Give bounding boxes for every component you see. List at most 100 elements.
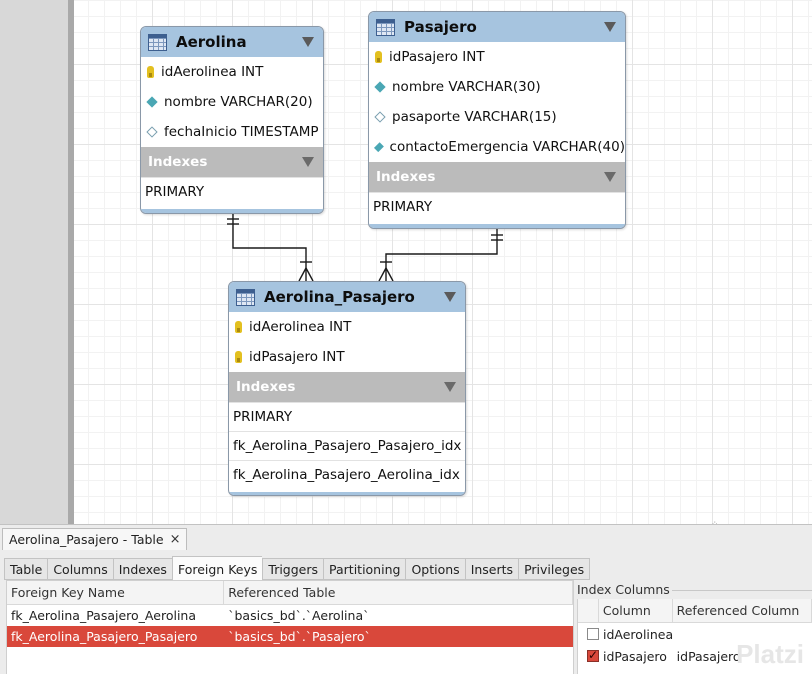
- crowfoot-line: [298, 267, 307, 282]
- column-row[interactable]: nombre VARCHAR(30): [369, 72, 625, 102]
- table-icon: [236, 288, 255, 306]
- entity-aerolina-pasajero[interactable]: Aerolina_Pasajero idAerolinea INT idPasa…: [228, 281, 466, 496]
- indexes-label: Indexes: [148, 154, 208, 170]
- tab-options[interactable]: Options: [405, 558, 465, 580]
- editor-document-tab[interactable]: Aerolina_Pasajero - Table ×: [2, 528, 188, 550]
- table-icon: [376, 18, 395, 36]
- tab-partitioning[interactable]: Partitioning: [323, 558, 406, 580]
- column-header-fk-name[interactable]: Foreign Key Name: [7, 581, 225, 604]
- tab-privileges[interactable]: Privileges: [518, 558, 591, 580]
- checkbox-cell: [578, 628, 599, 640]
- platzi-watermark: Platzi: [736, 639, 804, 669]
- indexes-label: Indexes: [376, 169, 436, 185]
- relationship-pasajero[interactable]: [385, 229, 498, 281]
- column-cell[interactable]: idPasajero: [603, 648, 667, 664]
- tab-indexes[interactable]: Indexes: [112, 558, 172, 580]
- entity-header[interactable]: Pasajero: [369, 12, 625, 42]
- tab-foreign-keys[interactable]: Foreign Keys: [171, 556, 263, 581]
- primary-key-icon: [235, 351, 242, 363]
- collapse-icon[interactable]: [604, 172, 616, 182]
- column-row[interactable]: pasaporte VARCHAR(15): [369, 102, 625, 132]
- gutter-divider: [68, 0, 74, 524]
- table-icon: [148, 33, 167, 51]
- index-row[interactable]: fk_Aerolina_Pasajero_Aerolina_idx: [229, 460, 465, 489]
- column-label: idAerolinea INT: [161, 64, 264, 80]
- collapse-icon[interactable]: [302, 37, 314, 47]
- column-label: idPasajero INT: [389, 49, 485, 65]
- fk-name-cell[interactable]: fk_Aerolina_Pasajero_Aerolina: [11, 608, 196, 623]
- index-columns-grid[interactable]: Column Referenced Column idAerolinea idP…: [577, 599, 812, 674]
- collapse-icon[interactable]: [302, 157, 314, 167]
- editor-tab-title: Aerolina_Pasajero - Table: [9, 532, 164, 547]
- entity-pasajero[interactable]: Pasajero idPasajero INT nombre VARCHAR(3…: [368, 11, 626, 229]
- column-filled-icon: [373, 142, 384, 152]
- entity-header[interactable]: Aerolina_Pasajero: [229, 282, 465, 312]
- indexes-header[interactable]: Indexes: [369, 162, 625, 192]
- column-label: fechaInicio TIMESTAMP: [164, 124, 319, 140]
- referenced-column-cell[interactable]: idPasajero: [676, 648, 741, 664]
- tab-triggers[interactable]: Triggers: [262, 558, 324, 580]
- column-row[interactable]: fechaInicio TIMESTAMP: [141, 117, 323, 147]
- table-row[interactable]: idAerolinea: [578, 623, 812, 645]
- indexes-header[interactable]: Indexes: [229, 372, 465, 402]
- primary-key-icon: [235, 321, 242, 333]
- column-label: idPasajero INT: [249, 349, 345, 365]
- table-row-selected[interactable]: fk_Aerolina_Pasajero_Pasajero `basics_bd…: [7, 626, 573, 647]
- index-columns-label: Index Columns: [577, 582, 670, 597]
- close-icon[interactable]: ×: [169, 532, 181, 547]
- table-row[interactable]: idPasajero idPasajero: [578, 645, 812, 667]
- primary-key-icon: [375, 51, 382, 63]
- tab-table[interactable]: Table: [4, 558, 48, 580]
- relationship-aerolina[interactable]: [232, 213, 307, 281]
- index-row[interactable]: fk_Aerolina_Pasajero_Pasajero_idx: [229, 431, 465, 460]
- column-label: idAerolinea INT: [249, 319, 352, 335]
- primary-key-icon: [147, 66, 154, 78]
- column-header-referenced-column[interactable]: Referenced Column: [673, 599, 812, 622]
- table-row[interactable]: fk_Aerolina_Pasajero_Aerolina `basics_bd…: [7, 605, 573, 626]
- collapse-icon[interactable]: [444, 292, 456, 302]
- column-row[interactable]: idPasajero INT: [229, 342, 465, 372]
- column-checkbox[interactable]: [587, 628, 599, 640]
- entity-title: Pasajero: [404, 18, 477, 36]
- tab-inserts[interactable]: Inserts: [464, 558, 519, 580]
- indexes-header[interactable]: Indexes: [141, 147, 323, 177]
- column-row[interactable]: idAerolinea INT: [229, 312, 465, 342]
- column-empty-icon: [146, 126, 158, 138]
- crowfoot-line: [305, 267, 314, 282]
- index-row[interactable]: PRIMARY: [369, 192, 625, 221]
- column-checkbox[interactable]: [587, 648, 599, 662]
- grid-header: Column Referenced Column: [578, 599, 812, 623]
- index-row[interactable]: PRIMARY: [141, 177, 323, 206]
- column-row[interactable]: idAerolinea INT: [141, 57, 323, 87]
- fk-name-cell[interactable]: fk_Aerolina_Pasajero_Pasajero: [11, 629, 198, 644]
- column-row[interactable]: nombre VARCHAR(20): [141, 87, 323, 117]
- table-editor-panel: Aerolina_Pasajero - Table × Table Column…: [0, 524, 812, 674]
- index-row[interactable]: PRIMARY: [229, 402, 465, 431]
- entity-title: Aerolina: [176, 33, 247, 51]
- collapse-icon[interactable]: [444, 382, 456, 392]
- column-label: nombre VARCHAR(20): [164, 94, 313, 110]
- tab-columns[interactable]: Columns: [47, 558, 113, 580]
- column-filled-icon: [146, 96, 158, 108]
- column-header-referenced-table[interactable]: Referenced Table: [224, 581, 573, 604]
- entity-footer: [229, 492, 465, 495]
- relationship-lines: [227, 213, 503, 282]
- collapse-icon[interactable]: [604, 22, 616, 32]
- entity-header[interactable]: Aerolina: [141, 27, 323, 57]
- referenced-table-cell[interactable]: `basics_bd`.`Aerolina`: [228, 608, 370, 623]
- entity-title: Aerolina_Pasajero: [264, 288, 415, 306]
- column-cell[interactable]: idAerolinea: [603, 626, 674, 642]
- column-header-column[interactable]: Column: [599, 599, 673, 622]
- column-row[interactable]: idPasajero INT: [369, 42, 625, 72]
- crowfoot-line: [385, 267, 394, 282]
- indexes-label: Indexes: [236, 379, 296, 395]
- referenced-table-cell[interactable]: `basics_bd`.`Pasajero`: [228, 629, 371, 644]
- column-label: pasaporte VARCHAR(15): [392, 109, 557, 125]
- entity-aerolina[interactable]: Aerolina idAerolinea INT nombre VARCHAR(…: [140, 26, 324, 214]
- column-row[interactable]: contactoEmergencia VARCHAR(40): [369, 132, 625, 162]
- grid-header: Foreign Key Name Referenced Table: [7, 581, 573, 605]
- entity-footer: [369, 224, 625, 228]
- crowfoot-line: [378, 267, 387, 282]
- foreign-keys-grid[interactable]: Foreign Key Name Referenced Table fk_Aer…: [6, 580, 574, 674]
